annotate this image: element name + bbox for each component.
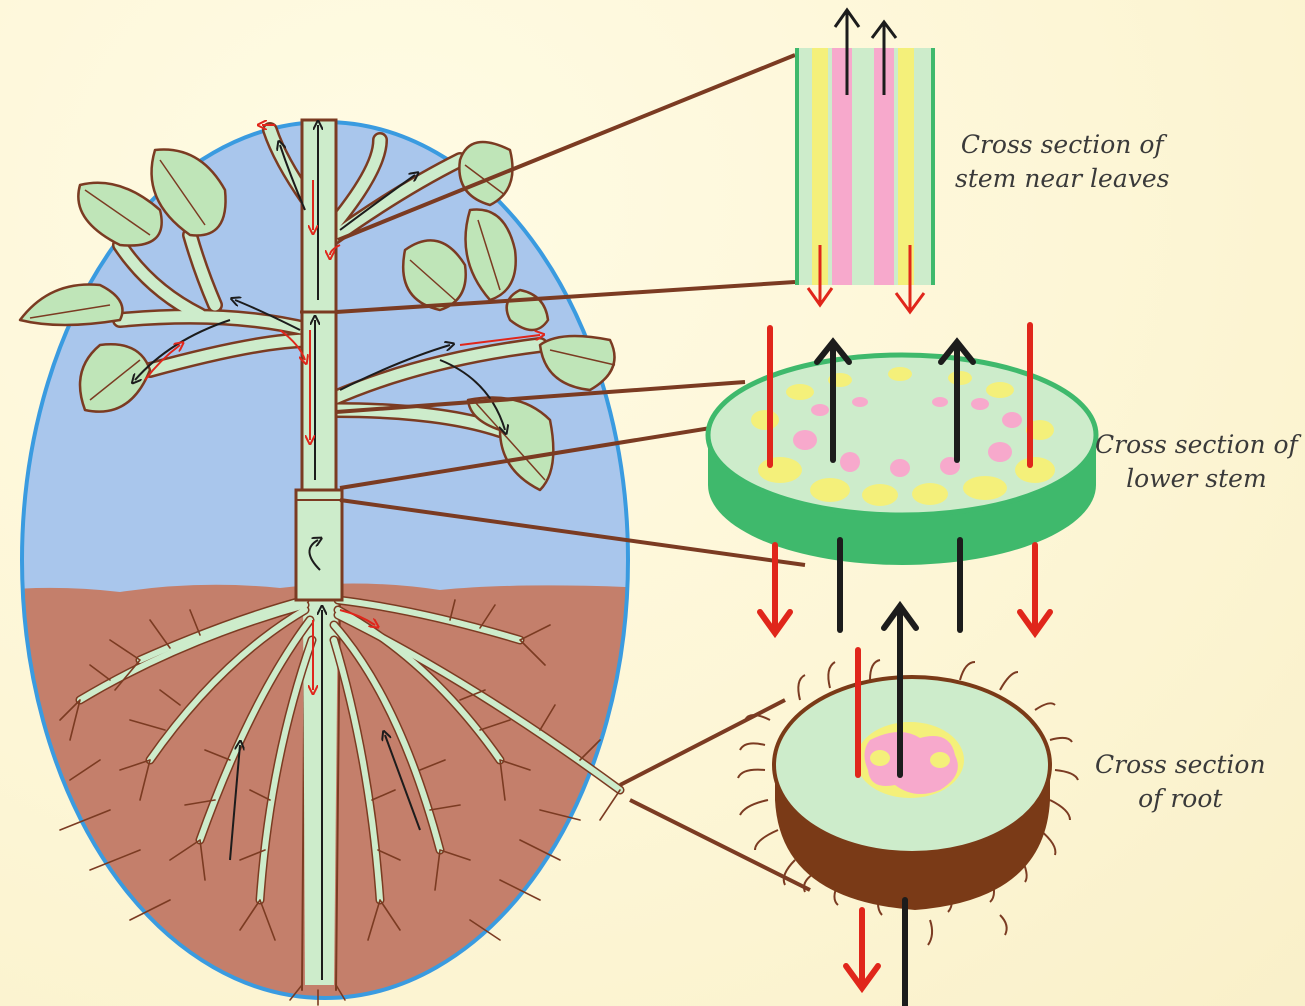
leaf: [78, 183, 161, 246]
caption-line: Cross section of: [955, 128, 1169, 162]
stem-section-xylem: [898, 48, 914, 285]
caption-root: Cross section of root: [1095, 748, 1266, 816]
lower-stem-section: [708, 325, 1096, 633]
stem-near-leaves-section: [795, 10, 935, 312]
caption-line: stem near leaves: [955, 162, 1169, 196]
caption-line: of root: [1095, 782, 1266, 816]
caption-line: Cross section: [1095, 748, 1266, 782]
caption-stem-near-leaves: Cross section of stem near leaves: [955, 128, 1169, 196]
stem-section-phloem: [832, 48, 852, 285]
caption-line: lower stem: [1095, 462, 1298, 496]
leaf: [20, 284, 123, 325]
caption-lower-stem: Cross section of lower stem: [1095, 428, 1298, 496]
caption-line: Cross section of: [1095, 428, 1298, 462]
root-section: [738, 606, 1078, 1006]
